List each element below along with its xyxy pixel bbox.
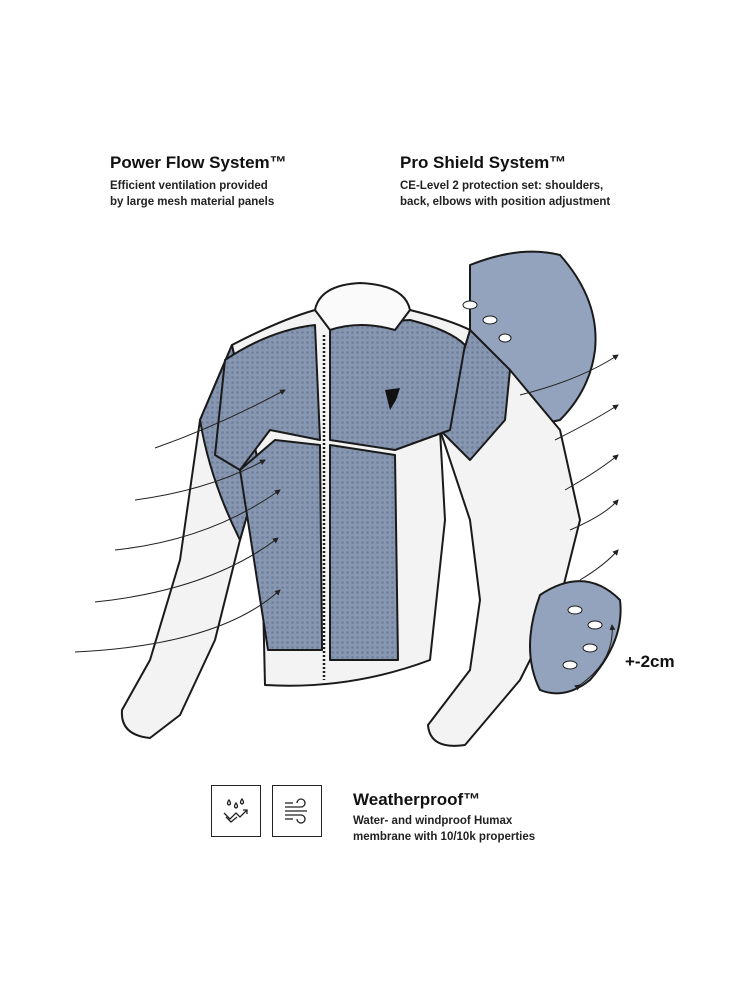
desc-line: back, elbows with position adjustment: [400, 196, 611, 208]
mesh-panel-front: [239, 439, 323, 651]
power-flow-description: Efficient ventilation provided by large …: [110, 178, 274, 210]
elbow-protector: [529, 580, 622, 695]
desc-line: by large mesh material panels: [110, 196, 275, 208]
callout-arrows-right: [519, 354, 619, 691]
desc-line: CE-Level 2 protection set: shoulders,: [400, 180, 604, 192]
desc-line: Water- and windproof Humax: [353, 815, 513, 827]
weatherproof-title: Weatherproof™: [353, 790, 481, 809]
wind-icon: [272, 785, 322, 837]
brand-logo: [385, 388, 400, 410]
desc-line: Efficient ventilation provided: [110, 180, 268, 192]
pro-shield-description: CE-Level 2 protection set: shoulders, ba…: [400, 178, 610, 210]
collar: [314, 282, 411, 331]
desc-line: membrane with 10/10k properties: [353, 831, 536, 843]
weatherproof-description: Water- and windproof Humax membrane with…: [353, 813, 535, 845]
water-drops-icon: [211, 785, 261, 837]
elbow-adjustment-label: +-2cm: [625, 652, 675, 671]
pro-shield-title: Pro Shield System™: [400, 153, 567, 172]
power-flow-title: Power Flow System™: [110, 153, 287, 172]
mesh-panel-chest: [214, 324, 321, 471]
callout-arrows-left: [74, 389, 286, 653]
